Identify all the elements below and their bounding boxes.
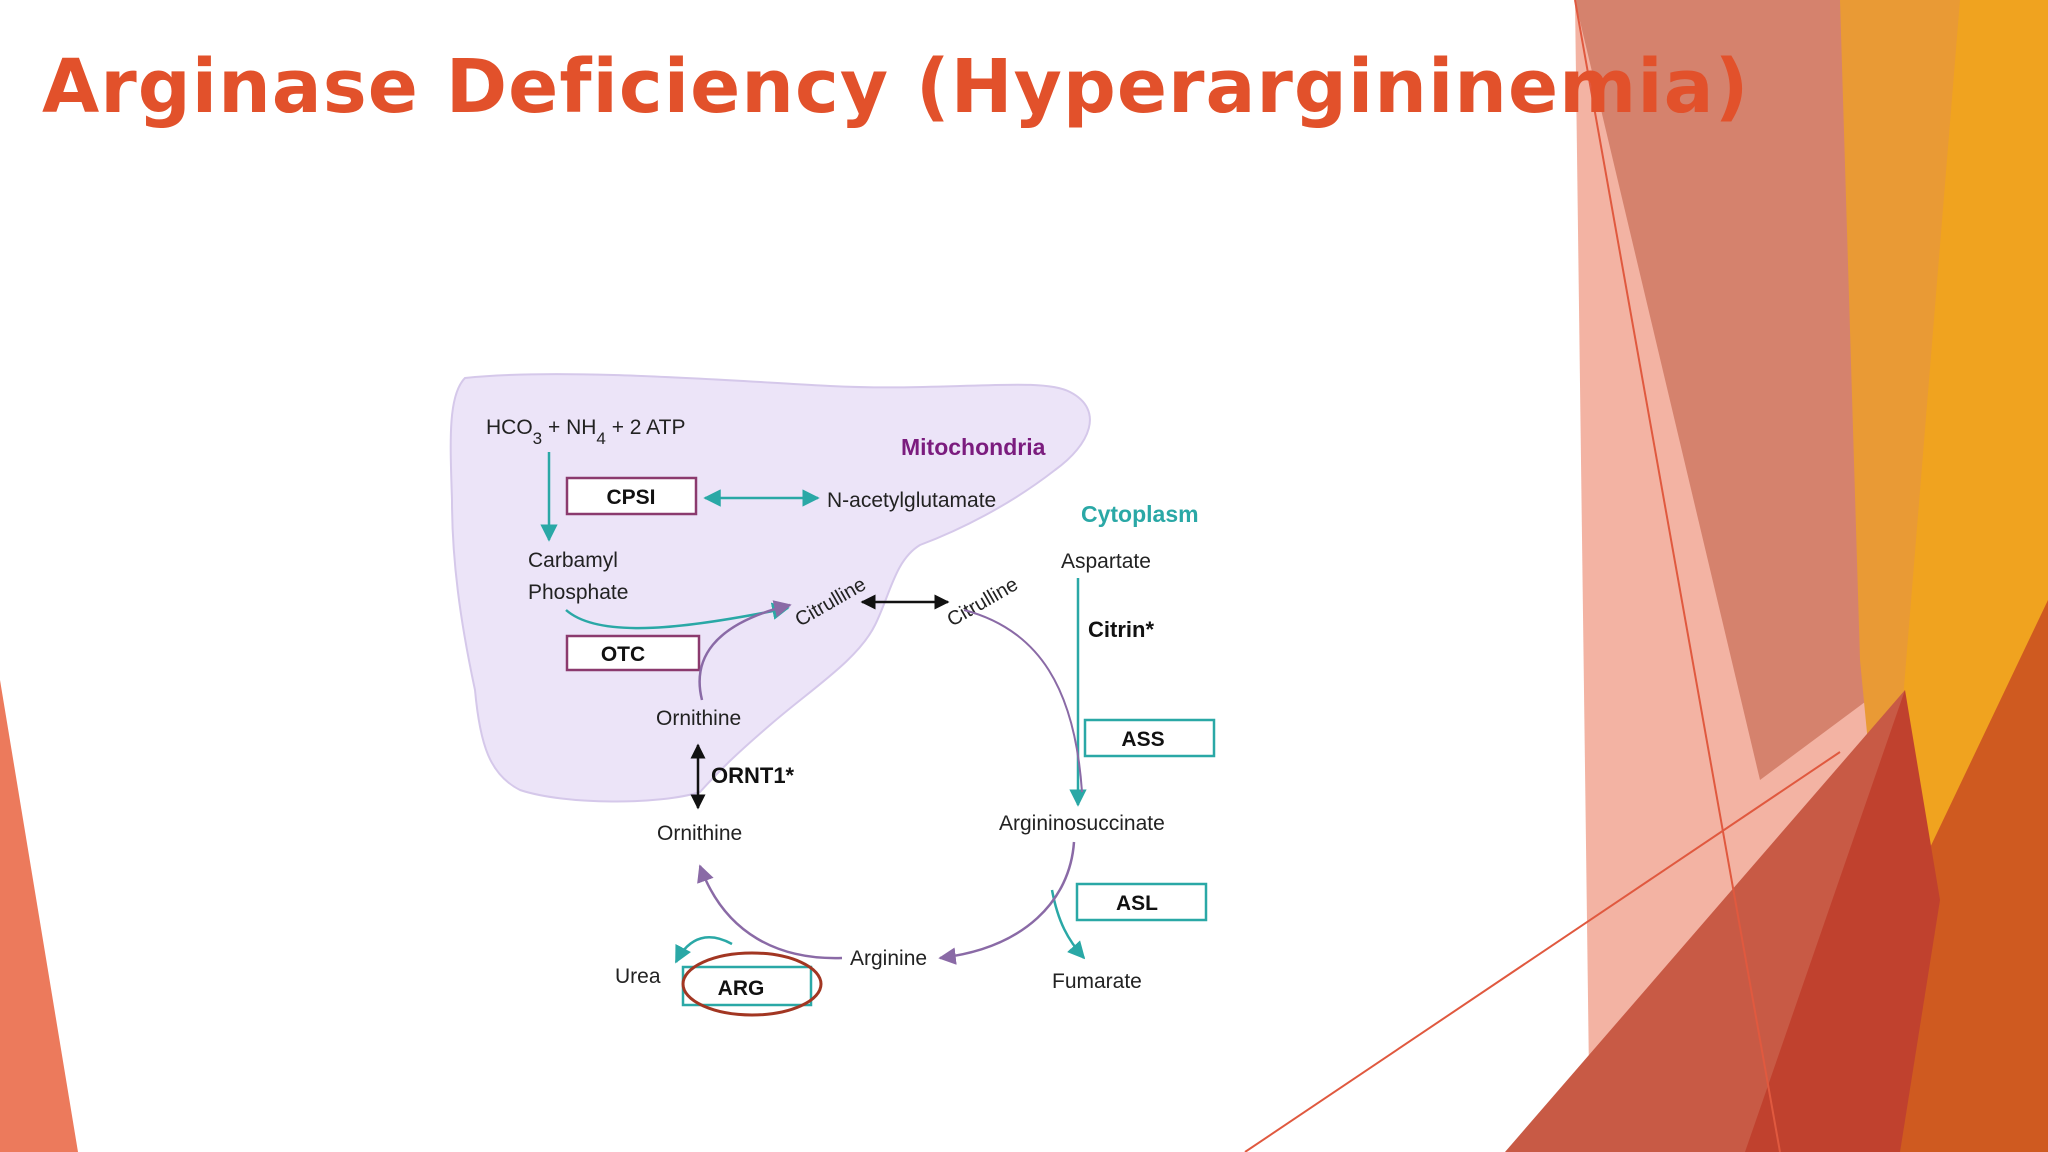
- ornithine-mitochondrial-label: Ornithine: [656, 707, 741, 730]
- arg-highlight-ring: [681, 951, 823, 1017]
- ass-enzyme-box: [1083, 718, 1216, 758]
- reactant-hco-subscript: 3: [533, 429, 542, 448]
- arg-enzyme-box: [681, 965, 813, 1007]
- citrin-transporter-label: Citrin*: [1088, 617, 1154, 642]
- phosphate-label: Phosphate: [528, 581, 628, 604]
- arginine-label: Arginine: [850, 947, 927, 970]
- decor-thin-line-1: [1574, 0, 1781, 1152]
- decor-shape-dusty-rose: [1575, 0, 1935, 780]
- decor-thin-line-2: [1244, 751, 1841, 1152]
- urea-label: Urea: [615, 965, 661, 988]
- cpsi-enzyme-label: CPSI: [606, 486, 655, 509]
- reactant-plus-nh: + NH: [542, 416, 596, 439]
- aspartate-label: Aspartate: [1061, 550, 1151, 573]
- mitochondria-label: Mitochondria: [901, 434, 1046, 460]
- decor-shape-deep-red: [1745, 690, 1940, 1152]
- cytoplasm-label: Cytoplasm: [1081, 501, 1199, 527]
- arrow-carbamyl-phosphate-to-citrulline: [565, 602, 790, 630]
- arg-enzyme-label: ARG: [718, 977, 765, 1000]
- reactant-equation: HCO3 + NH4 + 2 ATP: [486, 416, 685, 448]
- ornithine-cytoplasmic-label: Ornithine: [657, 822, 742, 845]
- arrow-ornithine-to-citrulline: [698, 600, 792, 701]
- reactant-hco: HCO: [486, 416, 533, 439]
- asl-enzyme-box: [1075, 882, 1208, 922]
- ass-enzyme-label: ASS: [1121, 728, 1164, 751]
- arrow-arginine-to-ornithine: [697, 864, 843, 960]
- fumarate-label: Fumarate: [1052, 970, 1142, 993]
- reactant-plus-atp: + 2 ATP: [606, 416, 686, 439]
- ornt1-transporter-label: ORNT1*: [711, 763, 795, 788]
- carbamyl-label: Carbamyl: [528, 549, 618, 572]
- left-edge-stripe: [0, 680, 78, 1152]
- arrow-argininosuccinate-to-arginine: [938, 841, 1076, 965]
- arrow-citrulline-to-argininosuccinate: [963, 609, 1083, 793]
- citrulline-cytoplasmic-label: Citrulline: [944, 573, 1022, 631]
- argininosuccinate-label: Argininosuccinate: [999, 812, 1165, 835]
- asl-enzyme-label: ASL: [1116, 892, 1158, 915]
- arrow-arginine-to-urea: [674, 936, 733, 964]
- slide-title: Arginase Deficiency (Hyperargininemia): [42, 44, 1750, 130]
- otc-enzyme-box: [565, 634, 701, 672]
- otc-enzyme-label: OTC: [601, 643, 645, 666]
- reactant-nh-subscript: 4: [596, 429, 605, 448]
- cpsi-enzyme-box: [565, 476, 698, 516]
- n-acetylglutamate-label: N-acetylglutamate: [827, 489, 996, 512]
